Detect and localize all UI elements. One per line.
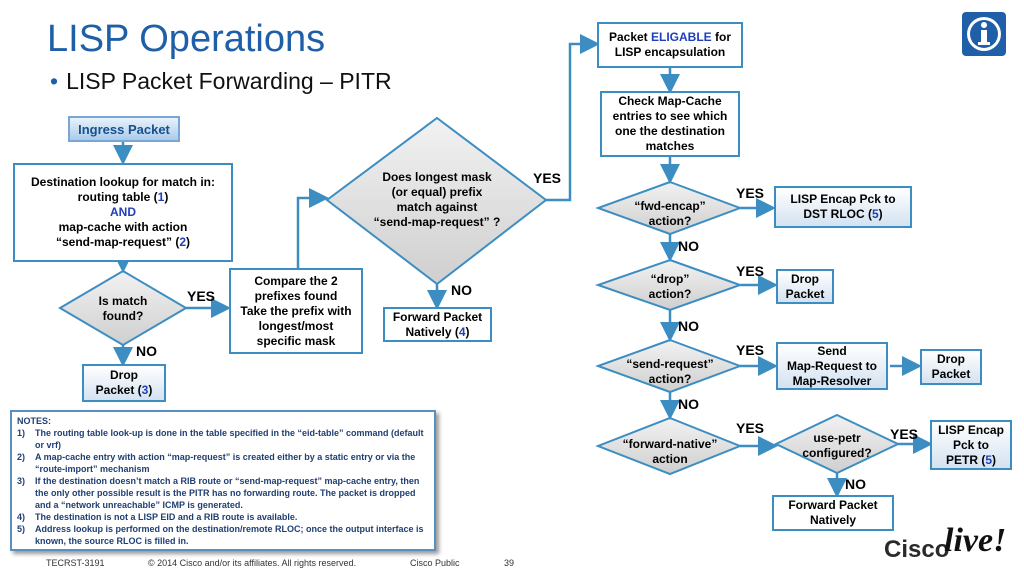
note-item: 5)Address lookup is performed on the des… <box>17 524 424 546</box>
cisco-live-logo: Cisco live! <box>884 522 1007 563</box>
bullet: • <box>50 68 59 94</box>
note-item: 2)A map-cache entry with action “map-req… <box>17 452 416 474</box>
note-item: 4)The destination is not a LISP EID and … <box>17 512 298 522</box>
dest-line2: routing table (1) <box>77 190 169 204</box>
use-petr-yes: YES <box>890 426 919 442</box>
destination-lookup-box: Destination lookup for match in: routing… <box>13 163 233 262</box>
notes-panel: NOTES: 1)The routing table look-up is do… <box>10 410 436 551</box>
fwd-encap-no: NO <box>678 238 699 254</box>
forward-native-label: “forward-native”action <box>622 437 718 466</box>
forward-native-4-box: Forward Packet Natively (4) <box>383 307 492 342</box>
subtitle-text: LISP Packet Forwarding – PITR <box>66 68 392 94</box>
footer-public: Cisco Public <box>410 558 460 568</box>
ingress-packet-box: Ingress Packet <box>68 116 180 142</box>
ingress-label: Ingress Packet <box>78 121 170 137</box>
dest-line1: Destination lookup for match in: <box>30 175 215 189</box>
is-match-yes: YES <box>187 288 216 304</box>
footer-page: 39 <box>504 558 515 568</box>
notes-heading: NOTES: <box>17 416 52 426</box>
send-request-no: NO <box>678 396 699 412</box>
footer-copyright: © 2014 Cisco and/or its affiliates. All … <box>148 558 357 568</box>
dest-line3: AND <box>110 205 136 219</box>
eligable-box: Packet ELIGABLE for LISP encapsulation <box>597 22 743 68</box>
note-item: 3)If the destination doesn’t match a RIB… <box>17 476 420 510</box>
note-item: 1)The routing table look-up is done in t… <box>17 428 424 450</box>
page-subtitle: • LISP Packet Forwarding – PITR <box>50 68 392 95</box>
fwd-encap-label: “fwd-encap”action? <box>634 199 706 228</box>
info-icon[interactable] <box>962 12 1006 56</box>
is-match-no: NO <box>136 343 157 359</box>
forward-native-yes: YES <box>736 420 765 436</box>
page-title: LISP Operations <box>47 18 326 60</box>
drop-action-label: “drop”action? <box>648 272 692 301</box>
drop-action-no: NO <box>678 318 699 334</box>
footer-session: TECRST-3191 <box>46 558 105 568</box>
dest-line5: “send-map-request” (2) <box>55 235 191 249</box>
longest-mask-yes: YES <box>533 170 562 186</box>
drop-action-yes: YES <box>736 263 765 279</box>
fwd-encap-yes: YES <box>736 185 765 201</box>
send-request-yes: YES <box>736 342 765 358</box>
lisp-encap-dst-box: LISP Encap Pck to DST RLOC (5) <box>774 186 912 228</box>
drop-packet-3-box: Drop Packet (3) <box>82 364 166 402</box>
use-petr-no: NO <box>845 476 866 492</box>
send-request-label: “send-request”action? <box>626 357 714 386</box>
dest-line4: map-cache with action <box>58 220 188 234</box>
longest-mask-no: NO <box>451 282 472 298</box>
forward-native-diamond <box>595 416 743 476</box>
